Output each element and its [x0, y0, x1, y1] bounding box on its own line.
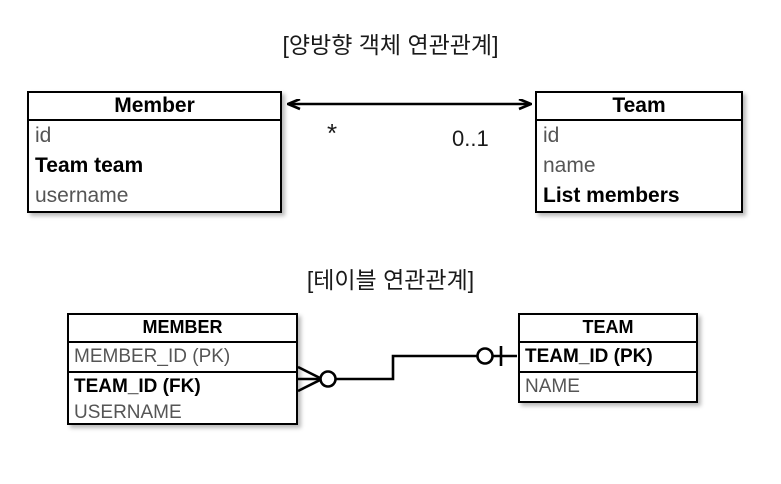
multiplicity-source: * [327, 118, 338, 148]
uml-class-team[interactable]: Team id name List members [535, 91, 743, 213]
cardinality-zero-or-one [476, 346, 517, 366]
uml-class-member-attributes: id Team team username [29, 121, 280, 211]
er-column: TEAM_ID (FK) [69, 371, 296, 399]
table-association-title: [테이블 연관관계] [306, 267, 475, 293]
uml-attribute: Team team [35, 154, 144, 177]
object-association-title: [양방향 객체 연관관계] [282, 32, 499, 58]
uml-class-member[interactable]: Member id Team team username [27, 91, 282, 213]
er-table-member-columns: MEMBER_ID (PK) TEAM_ID (FK) USERNAME [69, 343, 296, 427]
er-table-team-columns: TEAM_ID (PK) NAME [520, 343, 696, 399]
cardinality-zero-or-many [297, 365, 337, 393]
uml-attribute: id [543, 124, 560, 147]
er-column: NAME [520, 371, 696, 399]
er-table-team[interactable]: TEAM TEAM_ID (PK) NAME [518, 313, 698, 403]
relationship-line [333, 354, 478, 381]
multiplicity-target: 0..1 [452, 126, 489, 151]
uml-attribute: name [543, 154, 596, 177]
er-table-member[interactable]: MEMBER MEMBER_ID (PK) TEAM_ID (FK) USERN… [67, 313, 298, 425]
er-column: MEMBER_ID (PK) [74, 346, 231, 367]
er-column: TEAM_ID (PK) [525, 346, 653, 367]
uml-class-team-name: Team [537, 93, 741, 121]
uml-attribute: List members [543, 184, 680, 207]
er-table-member-name: MEMBER [69, 315, 296, 343]
uml-attribute: username [35, 184, 129, 207]
uml-class-member-name: Member [29, 93, 280, 121]
er-column: USERNAME [74, 402, 182, 423]
er-table-team-name: TEAM [520, 315, 696, 343]
uml-attribute: id [35, 124, 52, 147]
uml-class-team-attributes: id name List members [537, 121, 741, 211]
